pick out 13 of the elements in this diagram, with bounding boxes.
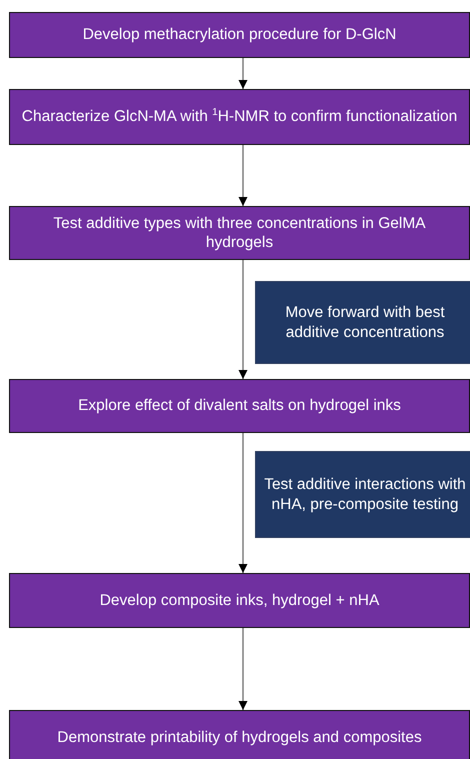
- process-box: Demonstrate printability of hydrogels and composites: [9, 710, 470, 759]
- process-box: Develop methacrylation procedure for D-GlcN: [9, 12, 470, 58]
- arrow: [238, 58, 248, 89]
- note-box: Test additive interactions with nHA, pre-composite testing: [255, 451, 470, 538]
- process-box: Develop composite inks, hydrogel + nHA: [9, 573, 470, 628]
- arrow: [238, 433, 248, 573]
- process-box: Characterize GlcN-MA with $^{1}$H-NMR to confirm functionalization: [9, 89, 470, 145]
- note-box: Move forward with best additive concentrations: [255, 281, 470, 364]
- process-box: Test additive types with three concentrations in GelMA hydrogels: [9, 206, 470, 260]
- arrow: [238, 260, 248, 379]
- process-box: Explore effect of divalent salts on hydrogel inks: [9, 379, 470, 433]
- arrow: [238, 628, 248, 710]
- arrow: [238, 145, 248, 206]
